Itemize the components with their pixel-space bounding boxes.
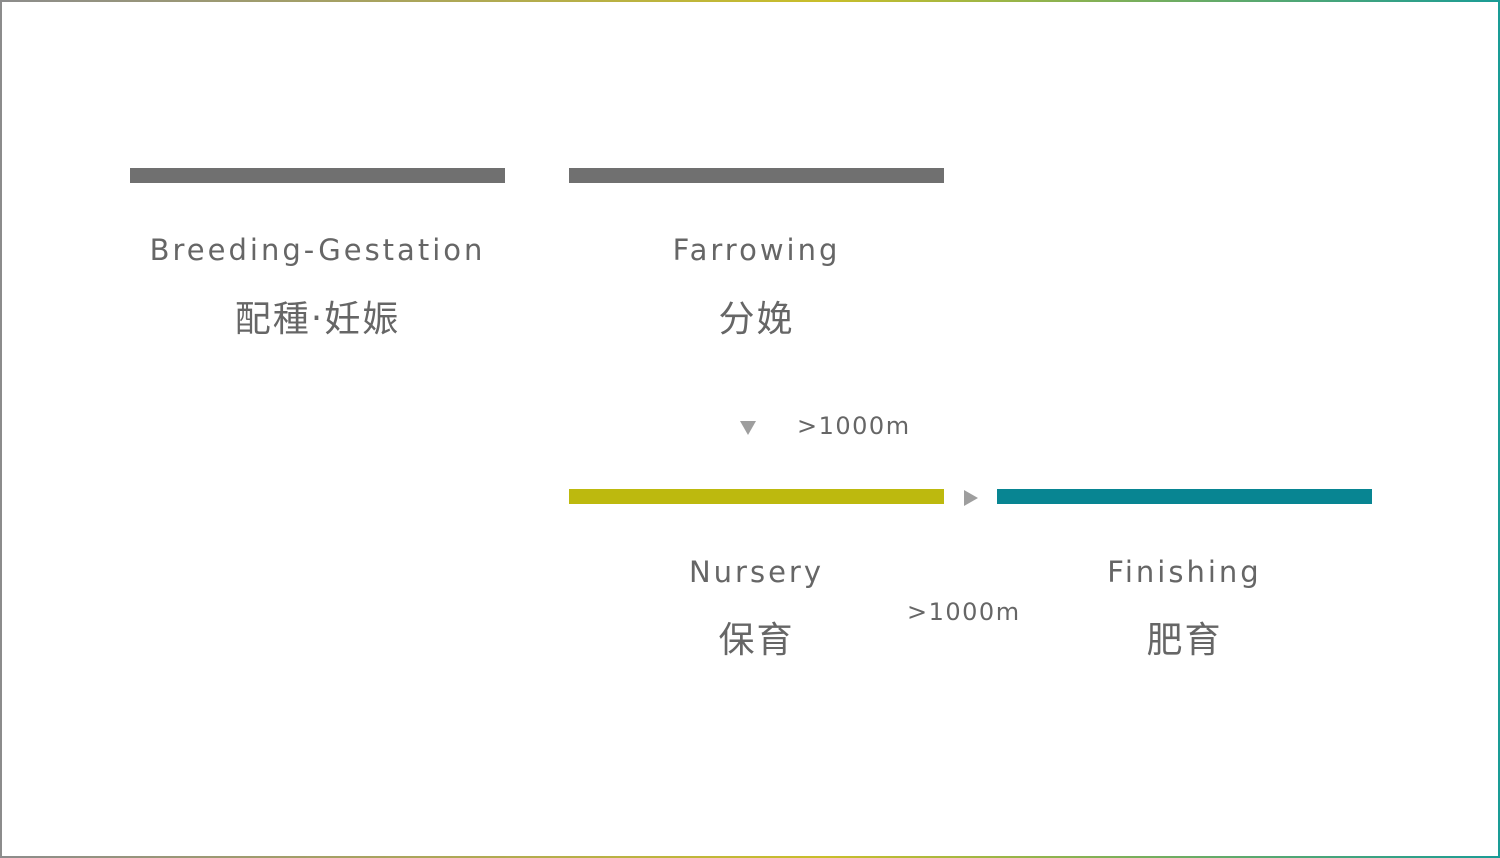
stage-bar-nursery (569, 489, 944, 504)
stage-label-en-breeding: Breeding-Gestation (149, 233, 486, 267)
frame-left-edge (0, 0, 2, 858)
stage-label-en-nursery: Nursery (688, 555, 825, 589)
stage-label-zh-nursery: 保育 (718, 620, 795, 661)
stage-label-en-farrowing: Farrowing (672, 233, 841, 267)
triangle-down-icon (740, 421, 756, 435)
stage-bar-breeding (130, 168, 505, 183)
stage-bar-finishing (997, 489, 1372, 504)
stage-label-zh-breeding: 配種‧妊娠 (234, 299, 401, 340)
stage-bar-farrowing (569, 168, 944, 183)
distance-label-farrowing-nursery: >1000m (797, 412, 911, 440)
stage-label-zh-farrowing: 分娩 (718, 299, 795, 340)
distance-label-nursery-finishing: >1000m (907, 598, 1021, 626)
frame-top-edge (0, 0, 1500, 2)
stage-label-en-finishing: Finishing (1107, 555, 1262, 589)
triangle-right-icon (964, 490, 978, 506)
stage-label-zh-finishing: 肥育 (1146, 620, 1223, 661)
